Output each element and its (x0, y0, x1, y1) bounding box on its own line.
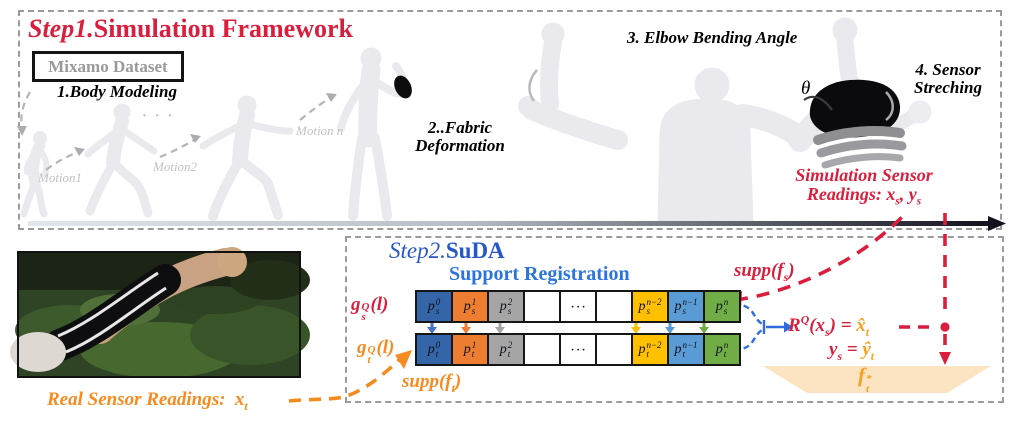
body-silhouettes (20, 17, 932, 224)
registration-brace (723, 300, 793, 354)
cell-s5 (595, 290, 633, 323)
motion-arrowheads (17, 93, 337, 156)
mixamo-dataset-box: Mixamo Dataset (32, 51, 184, 82)
cell-t4: · · · (559, 333, 597, 366)
elbow-pad (809, 79, 901, 138)
real-sensor-photo (10, 247, 310, 378)
step2-heading: Step2.SuDA (389, 238, 505, 263)
stage3-label: 3. Elbow Bending Angle (627, 28, 798, 47)
registration-equation: RQ(xs) = x̂t (788, 313, 870, 339)
stage1-label: 1.Body Modeling (57, 82, 177, 101)
cell-s3 (523, 290, 561, 323)
step1-heading: Step1.Simulation Framework (28, 14, 353, 43)
motion1-label: Motion1 (38, 170, 83, 185)
output-equation: ys = ŷt (829, 339, 875, 363)
sim-readings-label: Simulation Sensor Readings: xs, ys (795, 165, 933, 209)
supp-ft-arrow (288, 350, 412, 403)
supp-ft-label: supp(ft) (402, 371, 462, 395)
motion2-label: Motion2 (153, 159, 198, 174)
motion-n-label: Motion n (296, 123, 344, 138)
fabric-patch (394, 75, 412, 99)
ft-trapezoid (763, 366, 991, 393)
timeline-arrow (28, 216, 1006, 231)
ft-star-label: f*t (858, 363, 872, 396)
sensor-sleeve (813, 126, 907, 169)
cell-t3 (523, 333, 561, 366)
step1-frame (18, 10, 1002, 230)
real-readings-label: Real Sensor Readings: xt (47, 389, 248, 413)
cell-t5 (595, 333, 633, 366)
cell-s4: · · · (559, 290, 597, 323)
supp-fs-label: supp(fs) (734, 260, 795, 284)
support-registration-title: Support Registration (449, 263, 630, 285)
ys-transfer-arrow (899, 213, 951, 365)
rotation-arcs (528, 69, 894, 121)
theta-label: θ (801, 78, 811, 99)
step2-frame (345, 236, 1004, 403)
motion-ellipsis: · · · (142, 108, 175, 124)
